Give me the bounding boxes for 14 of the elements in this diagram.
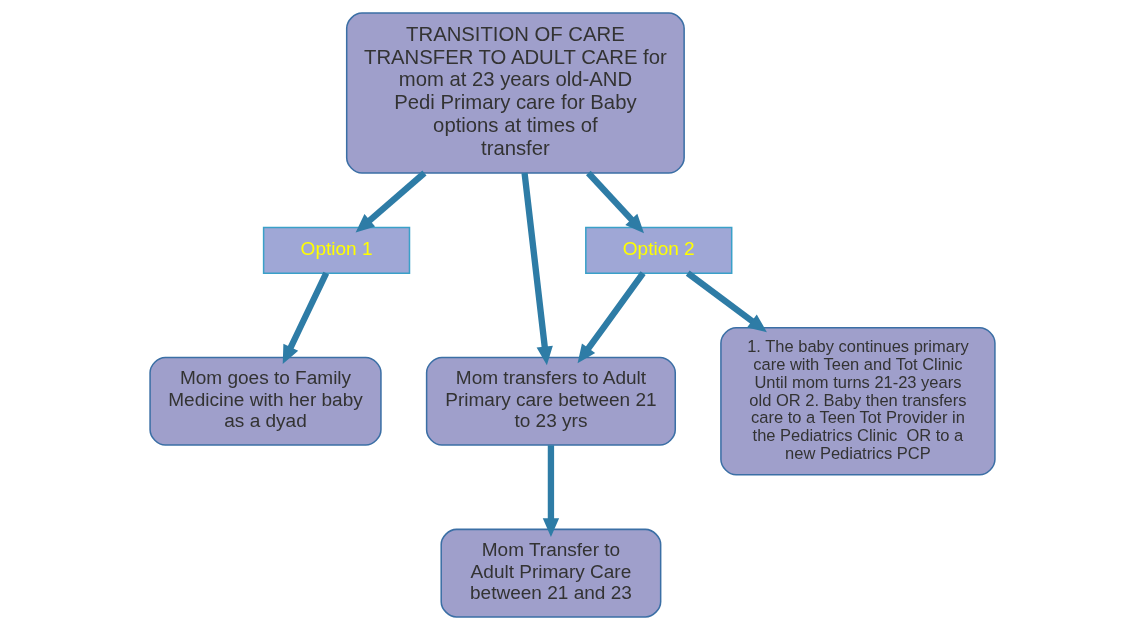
arrow [355,170,427,233]
node-box: Option 2 [585,226,733,274]
arrow [521,172,553,366]
node-box: Mom Transfer to Adult Primary Care between 21 and 23 [440,528,662,618]
node-box: 1. The baby continues primary care with Teen and Tot Clinic Until mom turns 21-23 years old OR 2. Baby then transfers care to a Teen Tot Provider in the Pediatrics Clinic OR to a new Pediatrics PCP [720,326,996,476]
arrow [282,271,330,365]
arrow [586,170,644,234]
node-box: Option 1 [262,226,411,274]
arrow [542,445,560,538]
arrow [577,271,646,364]
node-box: Mom goes to Family Medicine with her baby as a dyad [149,356,382,446]
arrow [685,270,767,333]
node-box: TRANSITION OF CARE TRANSFER TO ADULT CARE for mom at 23 years old-AND Pedi Primary care for Baby options at times of transfer [345,12,685,174]
node-box: Mom transfers to Adult Primary care between 21 to 23 yrs [425,356,676,446]
